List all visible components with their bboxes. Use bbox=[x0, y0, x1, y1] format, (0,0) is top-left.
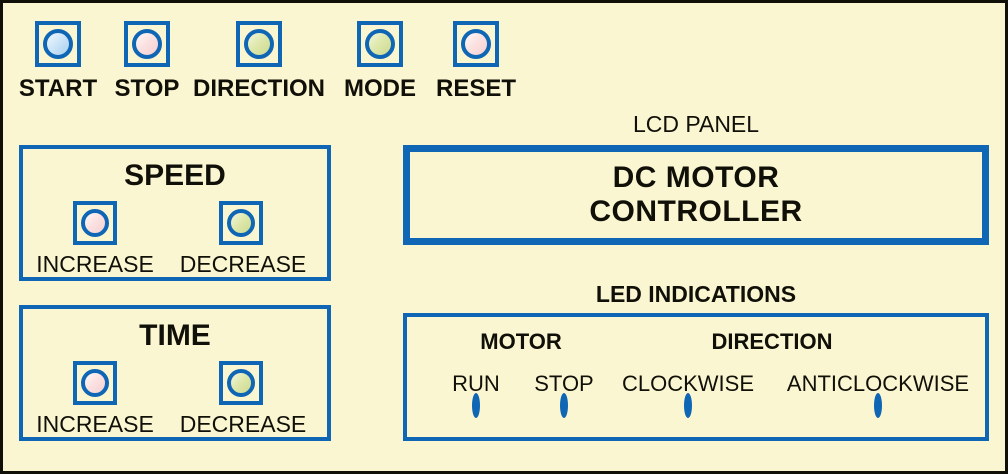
speed-panel-title: SPEED bbox=[124, 159, 226, 192]
lamp-indicator-icon bbox=[43, 29, 73, 59]
led-stop-label: STOP bbox=[534, 371, 594, 396]
button-time-decrease[interactable] bbox=[219, 361, 263, 405]
button-reset[interactable] bbox=[453, 21, 499, 67]
led-anticlockwise-label: ANTICLOCKWISE bbox=[786, 371, 970, 396]
lamp-indicator-icon bbox=[244, 29, 274, 59]
label-start: START bbox=[18, 75, 98, 102]
led-anticlockwise: ANTICLOCKWISE bbox=[769, 371, 987, 418]
led-group-title-motor: MOTOR bbox=[480, 329, 562, 354]
time-panel-title: TIME bbox=[139, 319, 211, 352]
lamp-indicator-icon bbox=[132, 29, 162, 59]
led-group-title-direction: DIRECTION bbox=[711, 329, 833, 354]
label-speed-increase: INCREASE bbox=[36, 251, 154, 277]
speed-panel: SPEED INCREASE DECREASE bbox=[19, 145, 331, 281]
label-mode: MODE bbox=[344, 75, 416, 102]
led-indications-panel: MOTOR DIRECTION RUN STOP CLOCKWISE ANTIC… bbox=[403, 313, 989, 441]
led-clockwise: CLOCKWISE bbox=[603, 371, 773, 418]
led-run-label: RUN bbox=[452, 371, 500, 396]
lamp-indicator-icon bbox=[365, 29, 395, 59]
led-run: RUN bbox=[433, 371, 519, 418]
label-time-increase: INCREASE bbox=[36, 411, 154, 437]
button-time-increase[interactable] bbox=[73, 361, 117, 405]
led-run-indicator-icon bbox=[472, 393, 480, 418]
button-stop[interactable] bbox=[124, 21, 170, 67]
label-reset: RESET bbox=[435, 75, 516, 102]
label-direction: DIRECTION bbox=[193, 75, 325, 102]
button-direction[interactable] bbox=[236, 21, 282, 67]
lamp-indicator-icon bbox=[227, 209, 255, 237]
label-time-decrease: DECREASE bbox=[179, 411, 307, 437]
led-clockwise-indicator-icon bbox=[684, 393, 692, 418]
time-panel: TIME INCREASE DECREASE bbox=[19, 305, 331, 441]
lamp-indicator-icon bbox=[81, 209, 109, 237]
button-speed-decrease[interactable] bbox=[219, 201, 263, 245]
button-speed-increase[interactable] bbox=[73, 201, 117, 245]
led-clockwise-label: CLOCKWISE bbox=[621, 371, 755, 396]
label-speed-decrease: DECREASE bbox=[179, 251, 307, 277]
led-stop-indicator-icon bbox=[560, 393, 568, 418]
lcd-panel-caption: LCD PANEL bbox=[632, 111, 760, 137]
lamp-indicator-icon bbox=[227, 369, 255, 397]
lcd-display: DC MOTOR CONTROLLER bbox=[403, 145, 989, 245]
lcd-line-1: DC MOTOR bbox=[612, 161, 780, 195]
button-mode[interactable] bbox=[357, 21, 403, 67]
button-start[interactable] bbox=[35, 21, 81, 67]
lamp-indicator-icon bbox=[81, 369, 109, 397]
lamp-indicator-icon bbox=[461, 29, 491, 59]
led-indications-caption: LED INDICATIONS bbox=[595, 281, 797, 307]
label-stop: STOP bbox=[114, 75, 180, 102]
led-stop: STOP bbox=[517, 371, 611, 418]
led-anticlockwise-indicator-icon bbox=[874, 393, 882, 418]
lcd-line-2: CONTROLLER bbox=[589, 195, 803, 228]
